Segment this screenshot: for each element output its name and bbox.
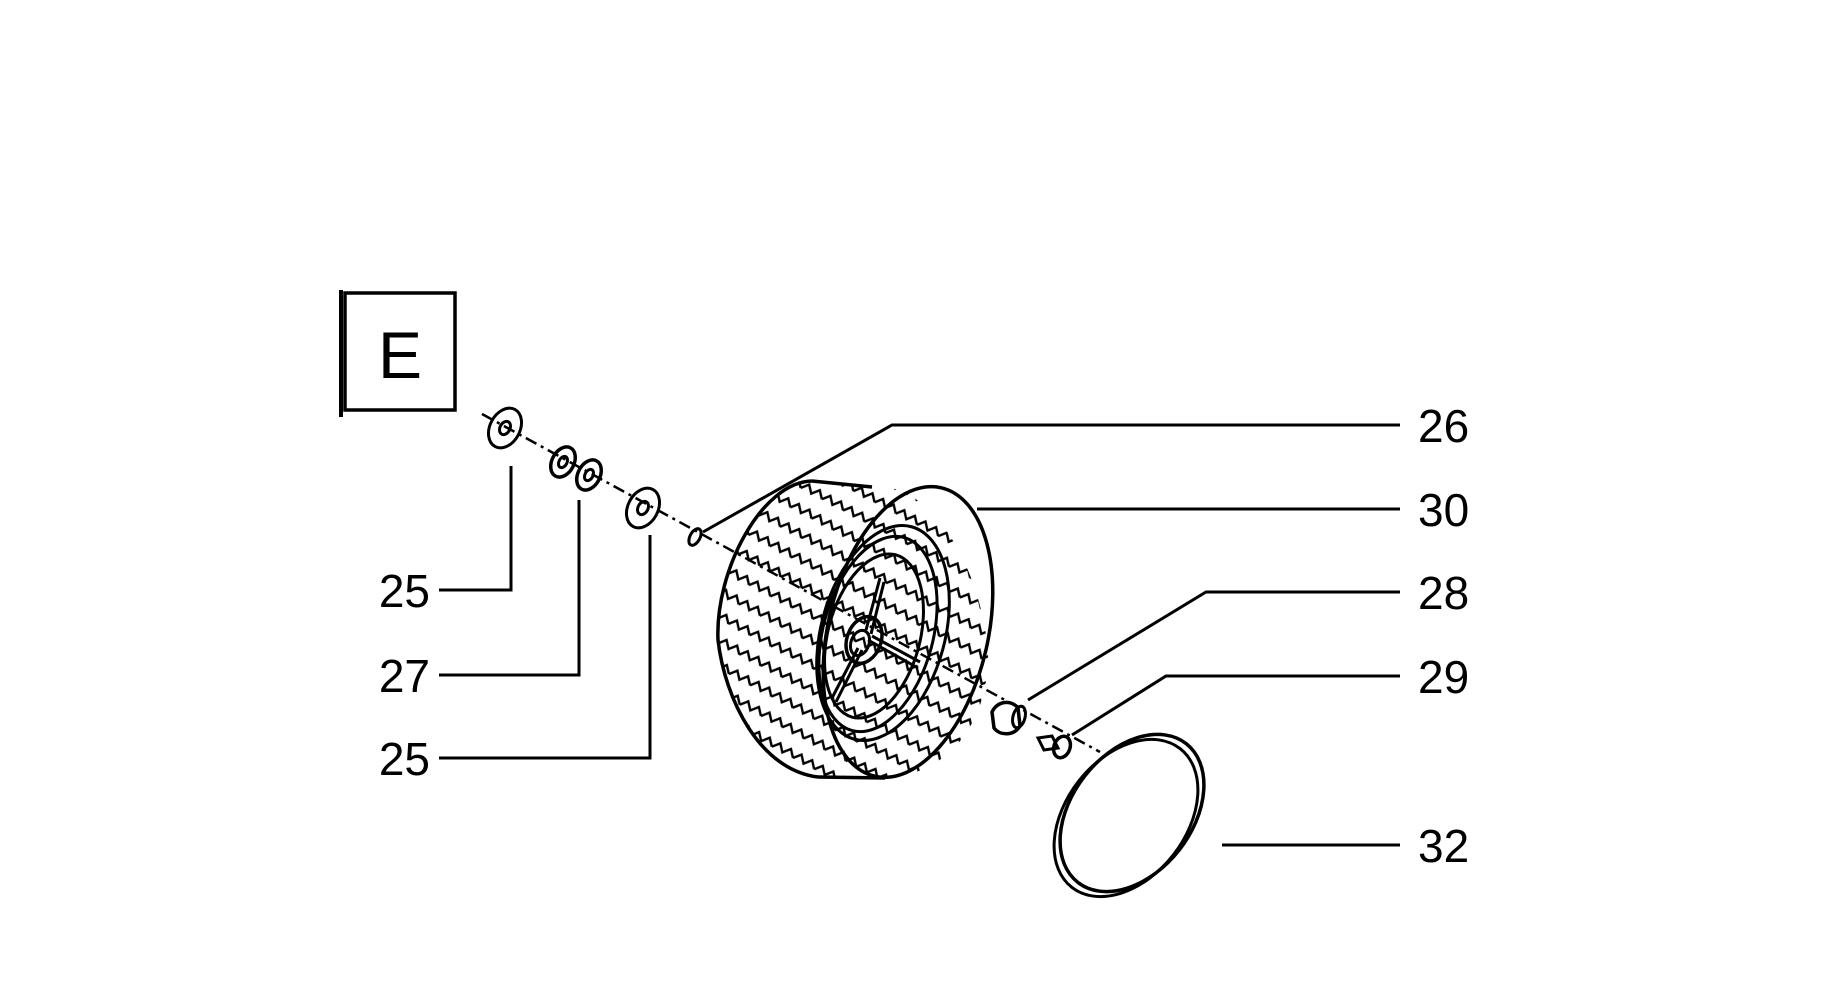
callout-27: 27 bbox=[379, 650, 430, 702]
section-label-box: E bbox=[339, 290, 457, 417]
callout-29: 29 bbox=[1418, 651, 1469, 703]
leader-26 bbox=[702, 423, 1400, 534]
leader-25-inner bbox=[439, 535, 652, 760]
callout-25-inner: 25 bbox=[379, 733, 430, 785]
bolt-drawing bbox=[1035, 734, 1073, 760]
leader-29 bbox=[1071, 674, 1400, 737]
callout-26: 26 bbox=[1418, 400, 1469, 452]
callout-32: 32 bbox=[1418, 820, 1469, 872]
leader-25-outer bbox=[439, 466, 513, 592]
axle-nut-drawing bbox=[990, 700, 1027, 736]
hub-cap-drawing bbox=[1052, 732, 1206, 899]
washer-outer-drawing bbox=[486, 406, 524, 450]
callout-28: 28 bbox=[1418, 567, 1469, 619]
leader-lines bbox=[439, 423, 1400, 847]
washer-inner-drawing bbox=[624, 486, 662, 530]
callout-30: 30 bbox=[1418, 484, 1469, 536]
bearing-pair-drawing bbox=[548, 445, 604, 492]
wheel-drawing bbox=[716, 479, 995, 780]
callout-25-outer: 25 bbox=[379, 565, 430, 617]
axle-bushing-drawing bbox=[687, 527, 703, 547]
leader-27 bbox=[439, 500, 581, 677]
leader-28 bbox=[1027, 590, 1400, 702]
section-label: E bbox=[378, 318, 422, 392]
callout-labels: 26 30 28 29 32 25 27 25 bbox=[379, 400, 1469, 872]
